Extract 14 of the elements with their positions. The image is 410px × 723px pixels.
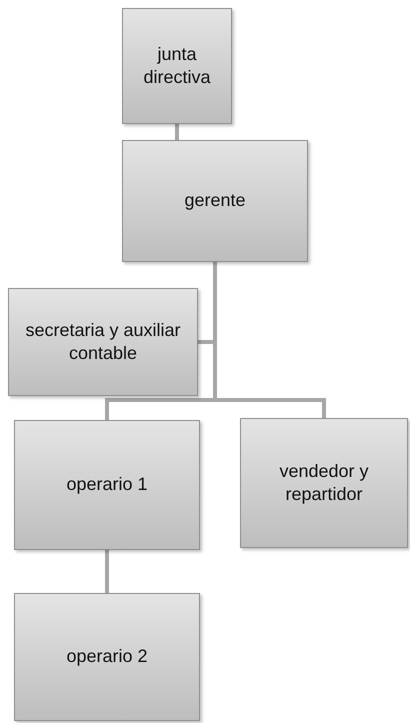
org-box [8, 288, 198, 396]
org-box [240, 418, 408, 548]
org-box [14, 420, 200, 550]
role-label: secretaria y auxiliar contable [24, 318, 182, 365]
connector-line [105, 550, 109, 593]
role-label: vendedor y repartidor [278, 460, 370, 506]
org-box [14, 593, 200, 721]
connector-line [175, 124, 179, 140]
role-label: junta directiva [142, 42, 212, 89]
org-box [122, 8, 232, 124]
role-label: operario 2 [66, 645, 148, 668]
role-label: gerente [184, 189, 246, 212]
org-box [122, 140, 308, 262]
role-label: operario 1 [66, 473, 148, 496]
